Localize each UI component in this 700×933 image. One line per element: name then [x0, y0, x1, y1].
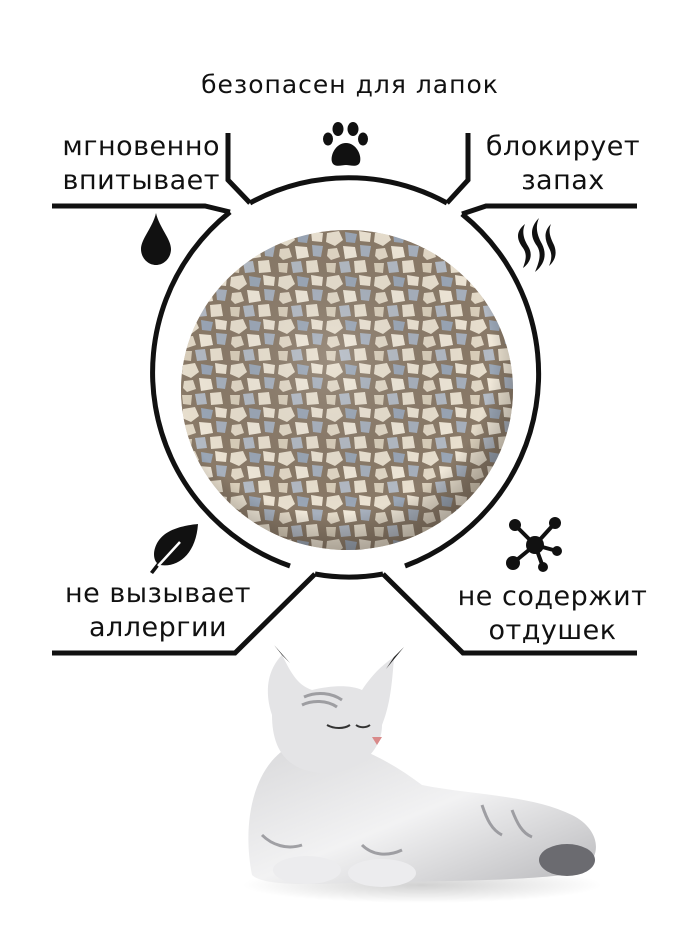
- odor-waves-icon: [518, 218, 556, 272]
- feature-allergy-label: не вызывает аллергии: [64, 578, 252, 643]
- feature-odor-label: блокирует запах: [485, 131, 641, 196]
- title-safe-for-paws: безопасен для лапок: [201, 70, 499, 99]
- granule-texture: [181, 230, 513, 550]
- molecule-icon: [506, 517, 562, 572]
- water-drop-icon: [141, 213, 171, 265]
- feature-fragrance-label: не содержит отдушек: [457, 581, 648, 646]
- feature-absorb-label: мгновенно впитывает: [62, 131, 220, 196]
- paw-icon: [323, 122, 368, 166]
- litter-granules-sphere: [181, 230, 513, 550]
- leaf-icon: [150, 524, 198, 574]
- sleeping-maine-coon-cat: [242, 645, 602, 903]
